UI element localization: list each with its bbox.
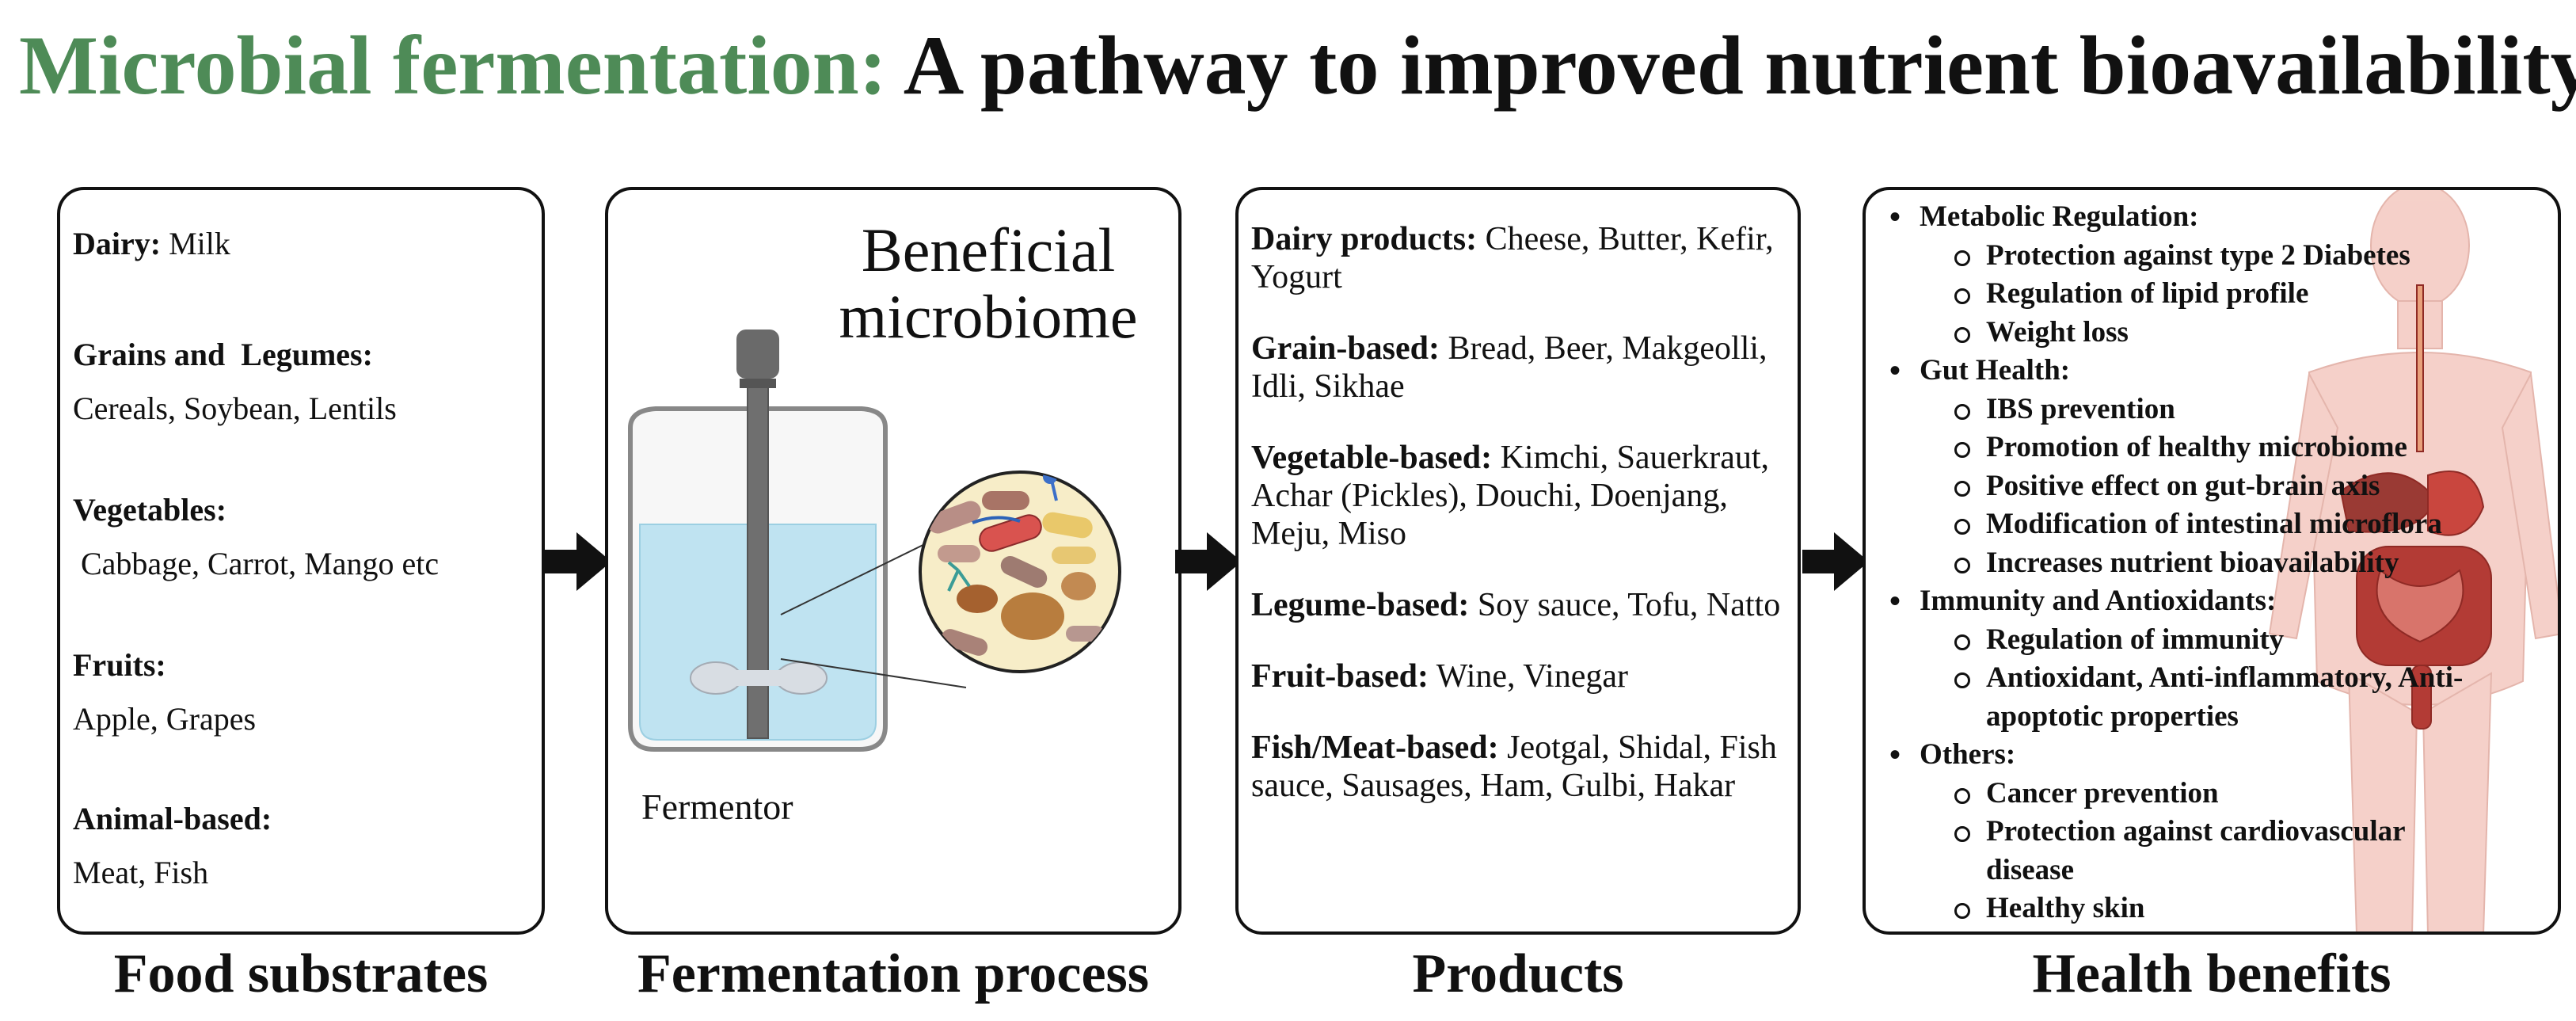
benefit-category: Gut Health: xyxy=(1885,352,2558,390)
list-item: Dairy products: Cheese, Butter, Kefir, Y… xyxy=(1251,220,1798,296)
benefit-item: IBS prevention xyxy=(1885,390,2558,429)
product-category: Grain-based: xyxy=(1251,330,1440,367)
substrate-items: Cabbage, Carrot, Mango etc xyxy=(73,546,439,581)
health-benefits-box: Metabolic Regulation: Protection against… xyxy=(1863,187,2561,935)
benefit-item: Positive effect on gut-brain axis xyxy=(1885,467,2558,506)
product-examples: Wine, Vinegar xyxy=(1429,658,1628,695)
product-category: Legume-based: xyxy=(1251,587,1470,623)
benefit-item: Regulation of lipid profile xyxy=(1885,275,2558,314)
caption-fermentation-process: Fermentation process xyxy=(637,943,1150,1004)
flow-arrow-1 xyxy=(545,532,611,591)
fermentation-process-box: Beneficial microbiome xyxy=(605,187,1181,935)
flow-arrow-2 xyxy=(1175,532,1242,591)
product-examples: Bread, Beer, Makgeolli, Idli, Sikhae xyxy=(1251,330,1767,405)
fermentor-tank-icon xyxy=(628,330,888,752)
benefit-item: Modification of intestinal microflora xyxy=(1885,505,2558,544)
product-examples: Jeotgal, Shidal, Fish sauce, Sausages, H… xyxy=(1251,730,1777,804)
products-box: Dairy products: Cheese, Butter, Kefir, Y… xyxy=(1235,187,1801,935)
substrate-heading: Animal-based: xyxy=(73,801,272,836)
product-category: Fish/Meat-based: xyxy=(1251,730,1499,766)
microbiome-heading: Beneficial microbiome xyxy=(839,215,1138,351)
benefit-category: Metabolic Regulation: xyxy=(1885,198,2558,237)
microbiome-magnifier-icon xyxy=(919,470,1121,673)
food-substrates-box: Dairy: Milk Grains and Legumes: Cereals,… xyxy=(57,187,545,935)
caption-products: Products xyxy=(1412,943,1624,1004)
substrate-group-fruits: Fruits: Apple, Grapes xyxy=(73,645,256,740)
fermentor-illustration xyxy=(628,330,1121,752)
benefit-item: Regulation of immunity xyxy=(1885,621,2558,660)
product-category: Fruit-based: xyxy=(1251,658,1429,695)
product-list: Dairy products: Cheese, Butter, Kefir, Y… xyxy=(1251,220,1798,838)
substrate-items: Apple, Grapes xyxy=(73,701,257,737)
benefit-category: Others: xyxy=(1885,736,2558,775)
substrate-group-animal: Animal-based: Meat, Fish xyxy=(73,798,272,893)
title-highlight: Microbial fermentation: xyxy=(19,19,888,112)
benefit-item: Protection against type 2 Diabetes xyxy=(1885,237,2558,276)
benefit-category: Immunity and Antioxidants: xyxy=(1885,582,2558,621)
benefit-item: Protection against cardiovascular diseas… xyxy=(1885,813,2493,890)
list-item: Legume-based: Soy sauce, Tofu, Natto xyxy=(1251,586,1798,624)
substrate-heading: Fruits: xyxy=(73,647,166,683)
benefit-item: Promotion of healthy microbiome xyxy=(1885,429,2558,467)
product-category: Dairy products: xyxy=(1251,221,1478,257)
product-examples: Kimchi, Sauerkraut, Achar (Pickles), Dou… xyxy=(1251,440,1769,552)
benefit-item: Antioxidant, Anti-inflammatory, Anti-apo… xyxy=(1885,659,2525,736)
benefit-item: Weight loss xyxy=(1885,314,2558,352)
list-item: Fruit-based: Wine, Vinegar xyxy=(1251,657,1798,695)
substrate-items: Meat, Fish xyxy=(73,855,209,890)
benefit-item: Increases nutrient bioavailability xyxy=(1885,544,2558,583)
substrate-items: Milk xyxy=(169,226,230,261)
title-main: A pathway to improved nutrient bioavaila… xyxy=(903,19,2576,112)
substrate-heading: Grains and Legumes: xyxy=(73,337,373,372)
substrate-group-dairy: Dairy: Milk xyxy=(73,223,230,265)
substrate-group-vegetables: Vegetables: Cabbage, Carrot, Mango etc xyxy=(73,490,439,585)
benefit-item: Healthy skin xyxy=(1885,890,2558,928)
fermentor-label: Fermentor xyxy=(641,787,793,827)
substrate-heading: Vegetables: xyxy=(73,492,227,528)
substrate-items: Cereals, Soybean, Lentils xyxy=(73,390,397,426)
flow-arrow-3 xyxy=(1802,532,1869,591)
figure-title: Microbial fermentation: A pathway to imp… xyxy=(19,14,2576,117)
substrate-heading: Dairy: xyxy=(73,226,162,261)
substrate-group-grains: Grains and Legumes: Cereals, Soybean, Le… xyxy=(73,334,397,429)
product-examples: Cheese, Butter, Kefir, Yogurt xyxy=(1251,221,1774,295)
list-item: Grain-based: Bread, Beer, Makgeolli, Idl… xyxy=(1251,330,1798,406)
caption-health-benefits: Health benefits xyxy=(2032,943,2391,1004)
benefit-list: Metabolic Regulation: Protection against… xyxy=(1885,198,2558,928)
caption-food-substrates: Food substrates xyxy=(113,943,489,1004)
list-item: Vegetable-based: Kimchi, Sauerkraut, Ach… xyxy=(1251,439,1798,553)
benefit-item: Cancer prevention xyxy=(1885,775,2558,813)
product-examples: Soy sauce, Tofu, Natto xyxy=(1469,587,1781,623)
list-item: Fish/Meat-based: Jeotgal, Shidal, Fish s… xyxy=(1251,729,1798,805)
product-category: Vegetable-based: xyxy=(1251,440,1493,476)
